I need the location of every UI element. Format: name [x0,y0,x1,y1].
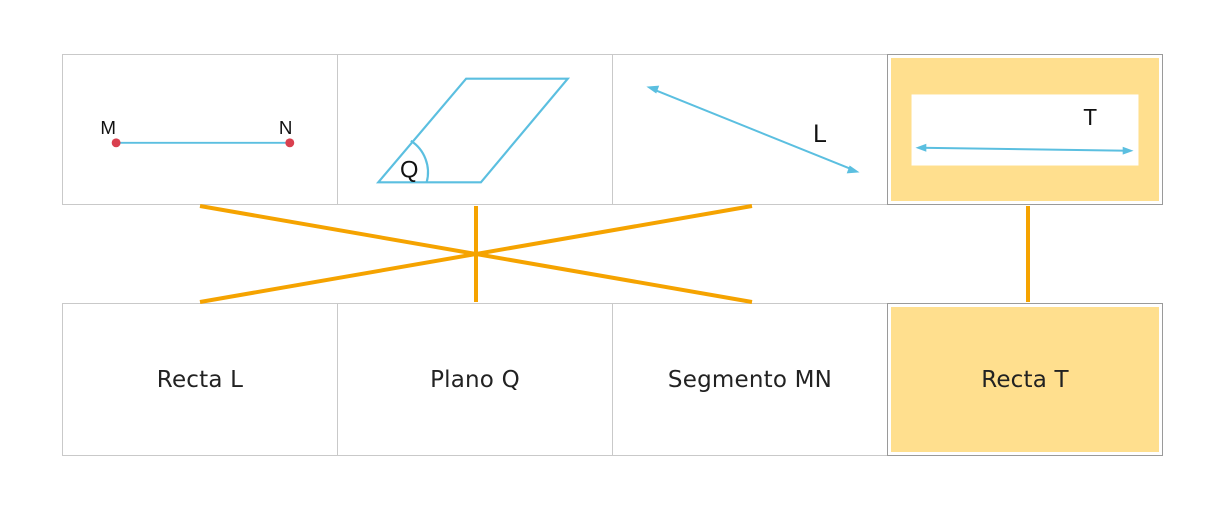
point-m-dot [111,138,121,148]
line-l-label: L [813,121,827,148]
segment-figure: M N [100,117,295,148]
figures-row: M N Q L T [62,54,1167,205]
point-m-label: M [100,117,116,138]
name-card-segmento-mn[interactable]: Segmento MN [612,303,888,456]
name-label: Plano Q [430,366,520,393]
figure-card-line-boxed[interactable]: T [887,54,1163,205]
connector-line-to-recta-l [199,204,753,304]
point-n-label: N [279,117,293,138]
arrow-left-icon [646,85,660,94]
parallelogram-shape [375,77,571,184]
arrow-right-icon [1122,146,1134,155]
point-n-dot [285,138,295,148]
figure-white-box [911,94,1139,166]
line-t-stroke [920,146,1129,152]
name-card-recta-l[interactable]: Recta L [62,303,338,456]
line-t-label: T [1083,104,1097,130]
name-label: Segmento MN [667,366,833,393]
line-l-stroke [650,87,855,172]
connector-segment-to-segmento-mn [199,204,753,304]
name-label: Recta T [981,366,1069,393]
figure-card-segment[interactable]: M N [62,54,338,205]
name-card-recta-t[interactable]: Recta T [887,303,1163,456]
name-label: Recta L [156,366,244,393]
plane-q-label: Q [400,157,418,183]
figure-card-plane[interactable]: Q [337,54,613,205]
arrow-right-icon [846,165,860,174]
line-figure: L [646,85,860,174]
angle-arc [410,139,430,183]
name-card-plano-q[interactable]: Plano Q [337,303,613,456]
plane-figure: Q [375,77,571,184]
line-boxed-figure: T [911,94,1139,166]
names-row: Recta L Plano Q Segmento MN Recta T [62,303,1167,456]
figure-card-line[interactable]: L [612,54,888,205]
arrow-left-icon [915,143,927,152]
